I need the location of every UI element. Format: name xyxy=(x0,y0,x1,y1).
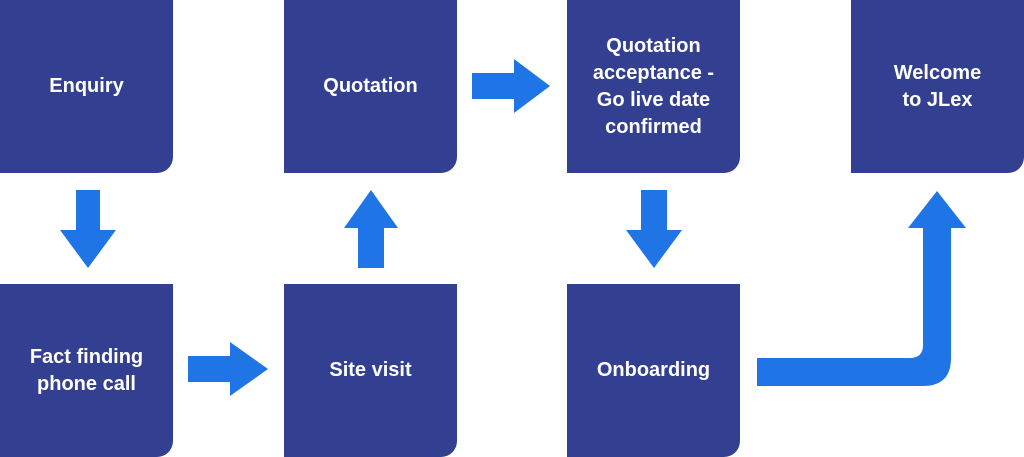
step-fact-finding: Fact finding phone call xyxy=(0,284,173,457)
arrow-right-quotation-to-acceptance xyxy=(472,59,550,113)
arrow-elbow-onboarding-to-welcome xyxy=(757,191,966,386)
step-welcome: Welcome to JLex xyxy=(851,0,1024,173)
arrow-right-fact-finding-to-site-visit xyxy=(188,342,268,396)
step-quotation: Quotation xyxy=(284,0,457,173)
step-fact-finding-label: Fact finding phone call xyxy=(29,345,144,395)
step-enquiry-label: Enquiry xyxy=(49,75,124,97)
step-welcome-label: Welcome to JLex xyxy=(893,61,982,111)
step-site-visit-label: Site visit xyxy=(329,359,412,381)
step-quotation-label: Quotation xyxy=(323,75,418,97)
step-quotation-acceptance: Quotation acceptance - Go live date conf… xyxy=(567,0,740,173)
arrow-down-acceptance-to-onboarding xyxy=(626,190,682,268)
arrow-down-enquiry-to-fact-finding xyxy=(60,190,116,268)
arrow-up-site-visit-to-quotation xyxy=(344,190,398,268)
step-site-visit: Site visit xyxy=(284,284,457,457)
step-onboarding-label: Onboarding xyxy=(596,359,711,381)
step-enquiry: Enquiry xyxy=(0,0,173,173)
step-quotation-acceptance-label: Quotation acceptance - Go live date conf… xyxy=(592,34,715,138)
step-onboarding: Onboarding xyxy=(567,284,740,457)
